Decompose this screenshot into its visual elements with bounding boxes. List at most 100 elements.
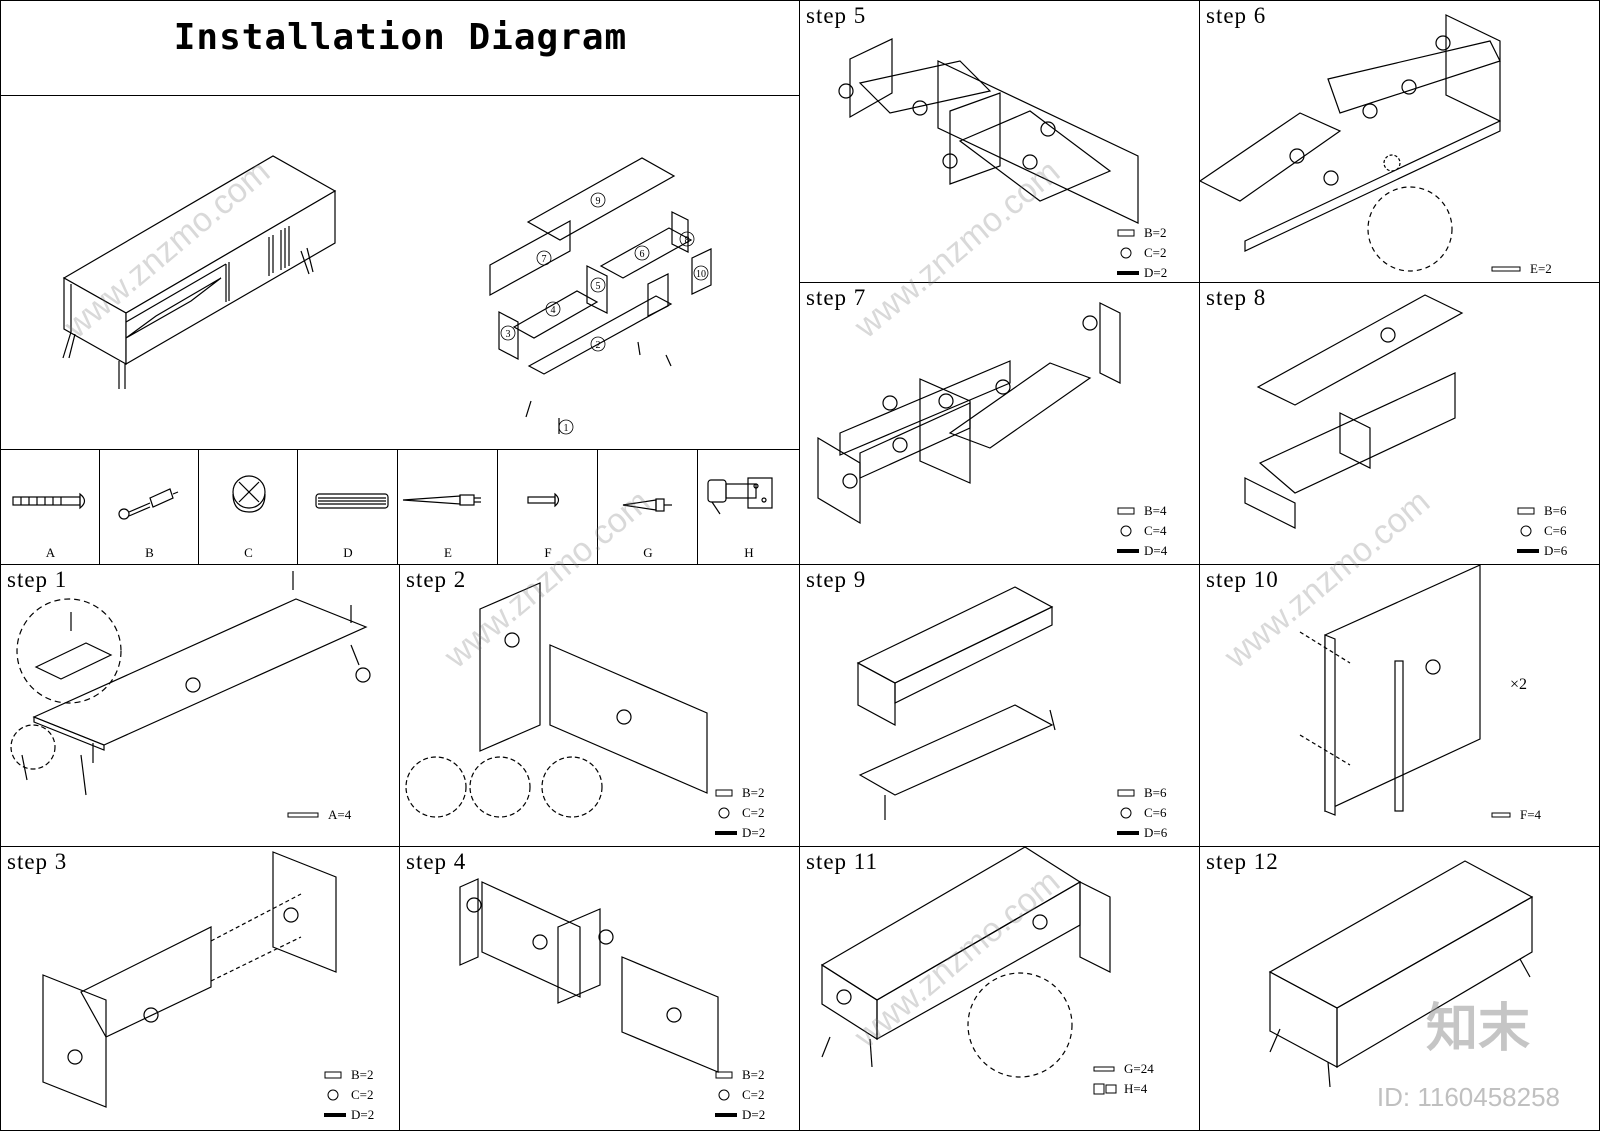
part-cell-a: A <box>0 449 101 566</box>
step-9-qty-b: B=6 <box>1144 785 1167 800</box>
overview-num-3: 3 <box>506 329 511 340</box>
part-label-d: D <box>343 545 353 560</box>
step-3-qty: B=2 C=2 D=2 <box>323 1065 374 1125</box>
step-8-qty-c: C=6 <box>1544 523 1567 538</box>
step-8-title: step 8 <box>1206 285 1267 310</box>
part-label-f: F <box>544 545 552 560</box>
step-9-qty-d: D=6 <box>1144 825 1168 840</box>
overview-drawing: 9 7 6 8 5 4 3 2 10 1 <box>62 155 712 435</box>
exploded-parts <box>489 157 712 434</box>
cam-bolt-b-icon <box>118 488 179 520</box>
step-11-title: step 11 <box>806 849 878 874</box>
overview-cell: 9 7 6 8 5 4 3 2 10 1 <box>0 95 801 451</box>
step-5-qty-b: B=2 <box>1144 225 1167 240</box>
overview-numbers <box>500 192 709 435</box>
step-11-cell: step 11 G=24 H=4 <box>799 846 1201 1131</box>
step-8-drawing <box>1244 294 1464 529</box>
step-1-cell: step 1 A=4 <box>0 564 401 848</box>
step-4-title: step 4 <box>406 849 467 874</box>
step-1-qty-a: A=4 <box>328 807 352 822</box>
assembled-cabinet <box>62 155 337 389</box>
step-5-title: step 5 <box>806 3 867 28</box>
dowel-d-icon <box>315 493 389 509</box>
overview-num-5: 5 <box>596 281 601 292</box>
step-3-qty-c: C=2 <box>351 1087 374 1102</box>
part-label-a: A <box>45 545 56 560</box>
step-6-title: step 6 <box>1206 3 1267 28</box>
overview-num-8: 8 <box>685 235 690 246</box>
watermark-id: ID: 1160458258 <box>1376 1082 1560 1112</box>
step-10-qty: F=4 <box>1490 805 1541 825</box>
step-6-qty: E=2 <box>1490 259 1552 279</box>
long-screw-e-icon <box>402 494 481 506</box>
step-12-title: step 12 <box>1206 849 1279 874</box>
bolt-a-icon <box>12 492 86 510</box>
step-1-drawing <box>10 571 371 796</box>
step-11-qty-h: H=4 <box>1124 1081 1148 1096</box>
step-3-qty-b: B=2 <box>351 1067 374 1082</box>
overview-num-9: 9 <box>596 196 601 207</box>
short-screw-f-icon <box>527 492 560 508</box>
overview-num-7: 7 <box>542 254 547 265</box>
step-8-qty-d: D=6 <box>1544 543 1568 558</box>
part-label-b: B <box>145 545 154 560</box>
step-4-qty-d: D=2 <box>742 1107 766 1122</box>
step-5-qty-d: D=2 <box>1144 265 1168 280</box>
step-6-qty-e: E=2 <box>1530 261 1552 276</box>
step-10-cell: step 10 ×2 F=4 <box>1199 564 1600 848</box>
cam-lock-c-icon <box>232 475 266 513</box>
step-6-drawing <box>1200 14 1501 272</box>
step-5-qty-c: C=2 <box>1144 245 1167 260</box>
part-cell-b: B <box>99 449 200 566</box>
step-10-multiplier: ×2 <box>1510 676 1528 693</box>
part-label-h: H <box>744 545 754 560</box>
step-7-qty-c: C=4 <box>1144 523 1167 538</box>
step-11-drawing <box>820 847 1111 1078</box>
step-3-drawing <box>42 851 337 1108</box>
step-7-title: step 7 <box>806 285 867 310</box>
overview-num-2: 2 <box>596 340 601 351</box>
step-2-qty-b: B=2 <box>742 785 765 800</box>
step-7-qty: B=4 C=4 D=4 <box>1116 501 1167 561</box>
step-9-drawing <box>856 586 1056 820</box>
step-7-qty-d: D=4 <box>1144 543 1168 558</box>
step-2-qty-d: D=2 <box>742 825 766 840</box>
part-cell-d: D <box>297 449 399 566</box>
overview-num-10: 10 <box>696 269 706 280</box>
step-4-cell: step 4 B=2 C=2 D=2 <box>399 846 801 1131</box>
step-8-cell: step 8 B=6 C=6 D=6 <box>1199 282 1600 566</box>
step-5-cell: step 5 B=2 C=2 D=2 <box>799 0 1201 284</box>
step-11-qty-g: G=24 <box>1124 1061 1154 1076</box>
step-12-drawing <box>1268 860 1534 1088</box>
step-9-cell: step 9 B=6 C=6 D=6 <box>799 564 1201 848</box>
part-cell-c: C <box>198 449 299 566</box>
step-2-cell: step 2 B=2 C=2 D=2 <box>399 564 801 848</box>
page-title: Installation Diagram <box>173 17 628 58</box>
hardware-row: A B C D <box>0 449 801 566</box>
step-9-qty-c: C=6 <box>1144 805 1167 820</box>
wood-screw-g-icon <box>622 498 672 512</box>
step-4-qty: B=2 C=2 D=2 <box>714 1065 765 1125</box>
part-cell-g: G <box>597 449 699 566</box>
step-12-cell: step 12 <box>1199 846 1600 1131</box>
step-10-title: step 10 <box>1206 567 1279 592</box>
overview-num-1: 1 <box>564 423 569 434</box>
step-7-drawing <box>817 302 1121 525</box>
step-9-qty: B=6 C=6 D=6 <box>1116 783 1167 843</box>
step-1-title: step 1 <box>7 567 68 592</box>
part-label-g: G <box>643 545 653 560</box>
step-2-qty: B=2 C=2 D=2 <box>714 783 765 843</box>
watermark-logo: 知末 <box>1425 1000 1530 1058</box>
step-6-cell: step 6 E=2 <box>1199 0 1600 284</box>
part-cell-h: H <box>697 449 801 566</box>
step-4-qty-c: C=2 <box>742 1087 765 1102</box>
step-5-drawing <box>838 38 1139 224</box>
step-1-qty: A=4 <box>286 805 351 825</box>
step-3-title: step 3 <box>7 849 68 874</box>
step-4-qty-b: B=2 <box>742 1067 765 1082</box>
step-10-drawing <box>1299 565 1481 816</box>
step-2-title: step 2 <box>406 567 467 592</box>
step-8-qty: B=6 C=6 D=6 <box>1516 501 1567 561</box>
step-3-cell: step 3 B=2 C=2 D=2 <box>0 846 401 1131</box>
part-label-e: E <box>444 545 452 560</box>
